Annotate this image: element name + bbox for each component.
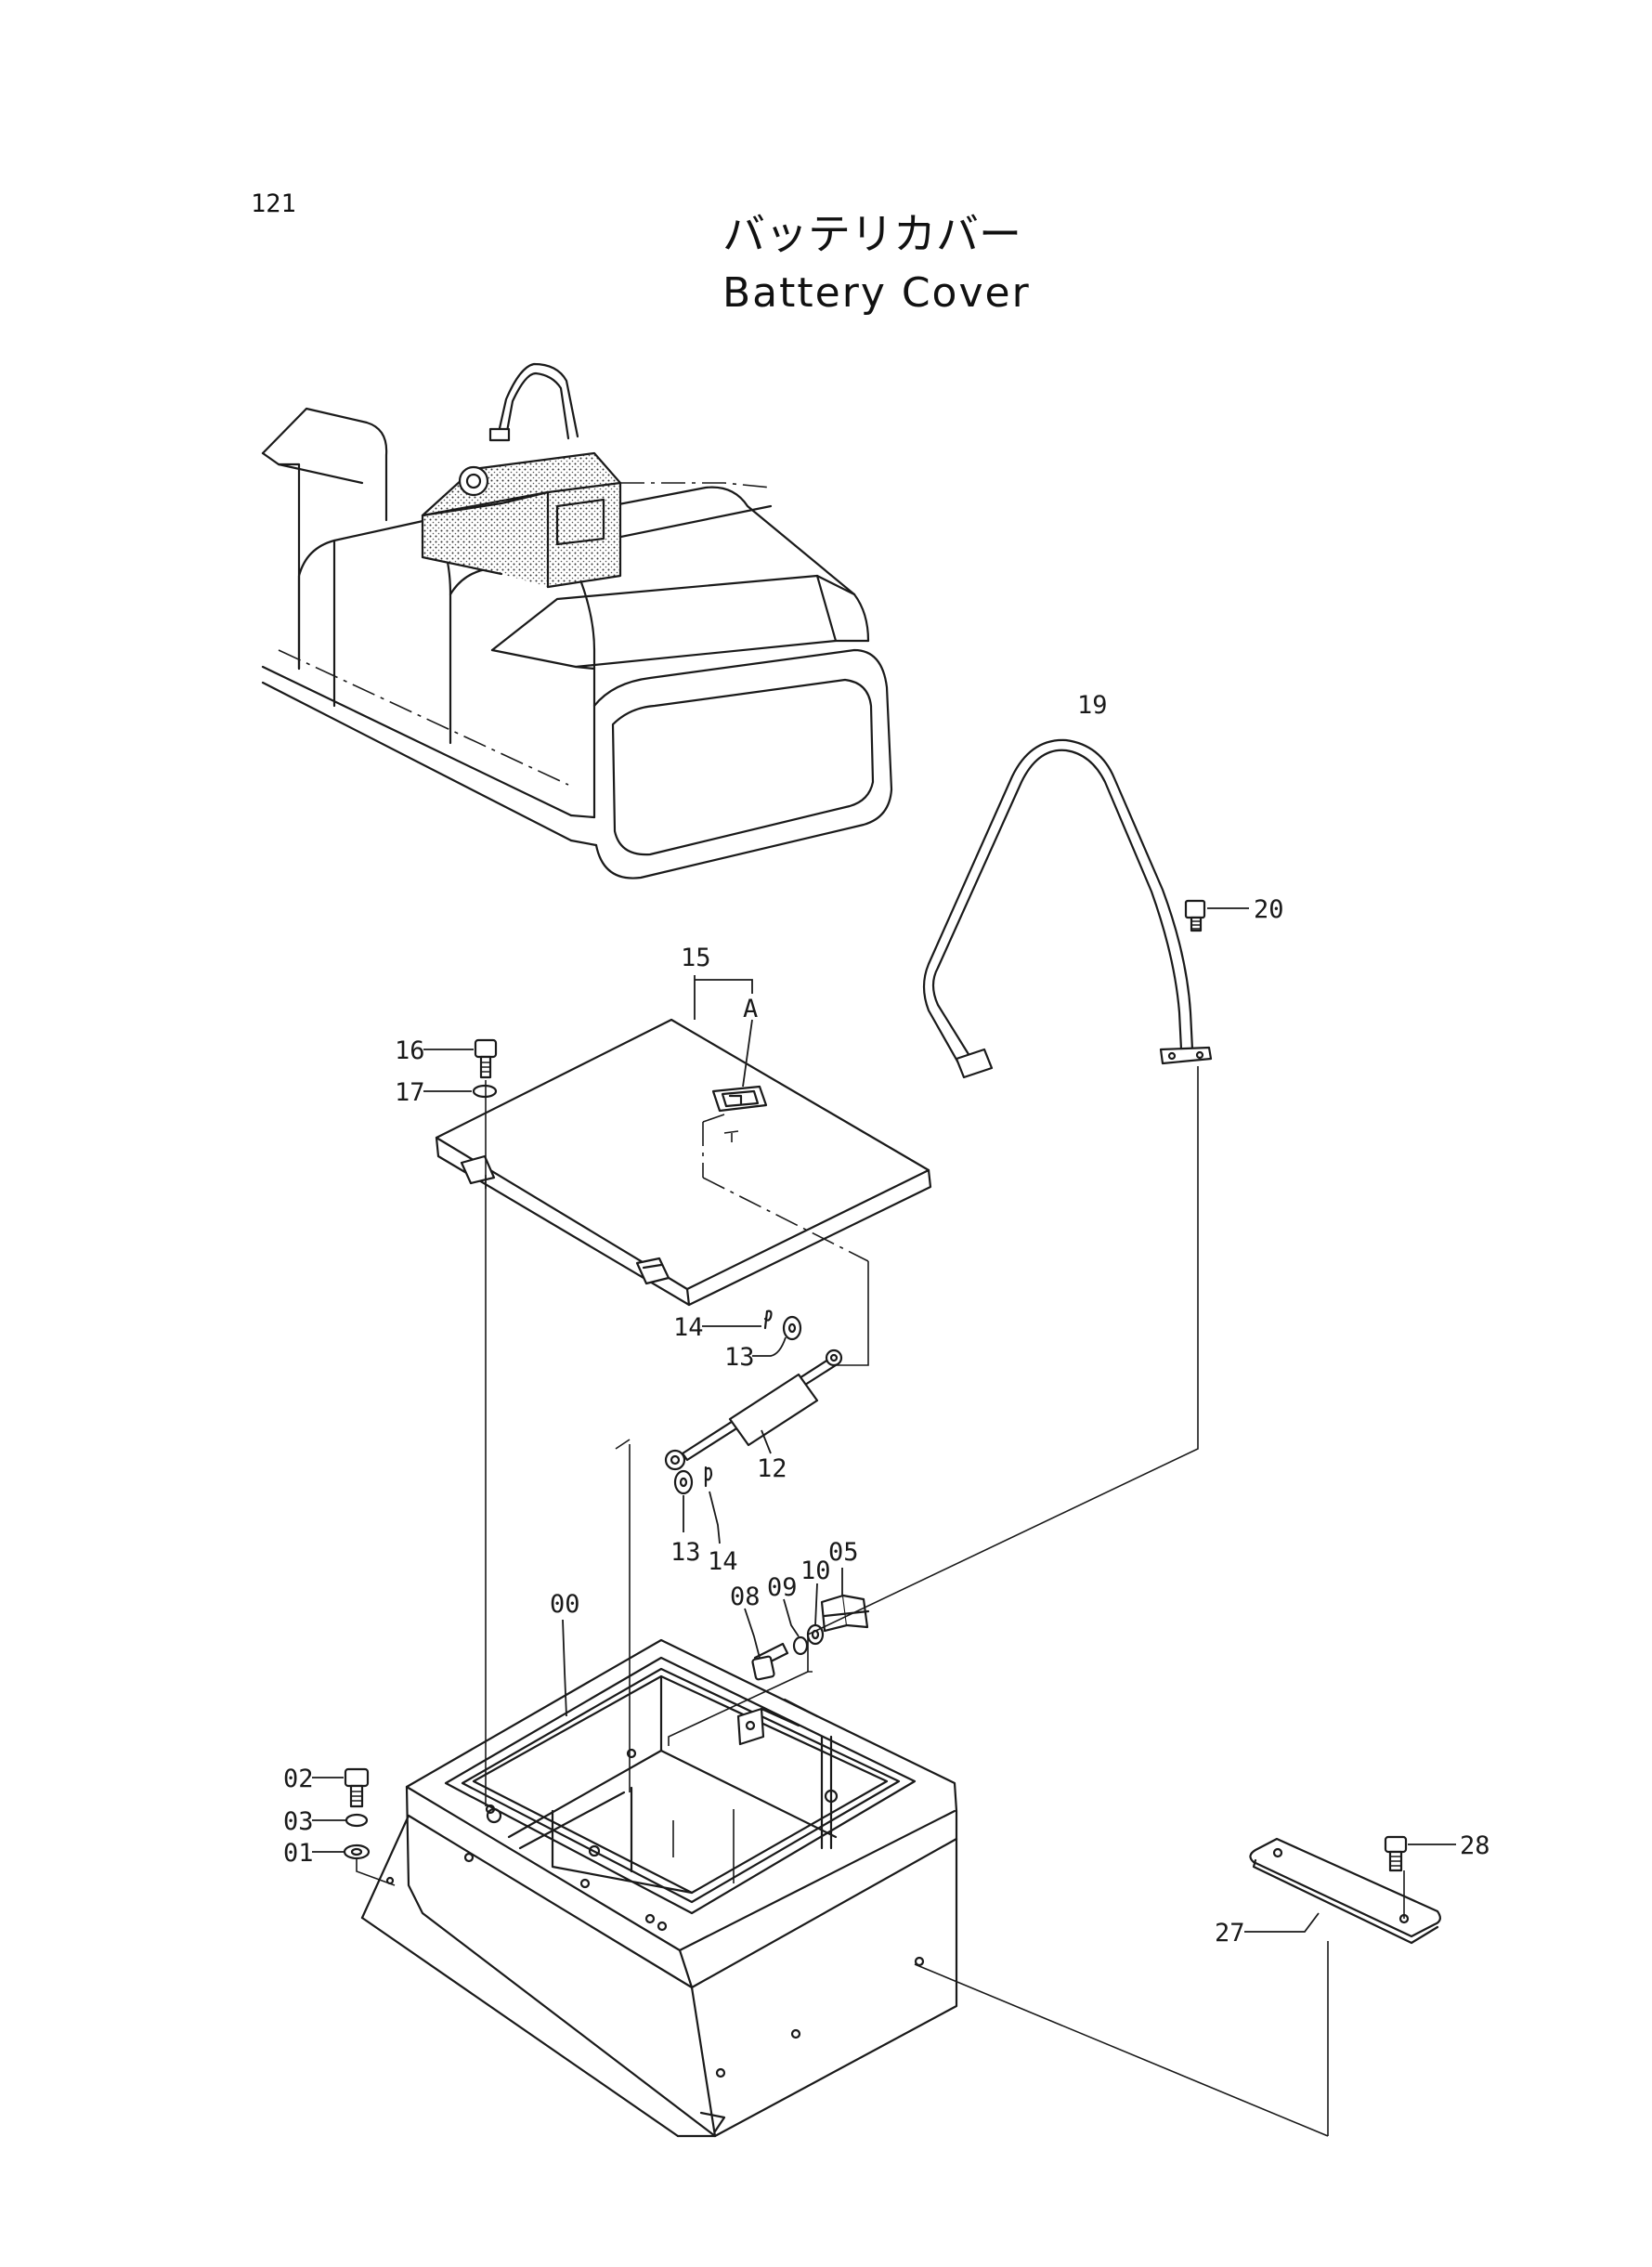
handrail-part-19	[922, 738, 1213, 1079]
callout-08: 08	[730, 1583, 761, 1611]
cover-part-15	[435, 1018, 932, 1307]
callout-02: 02	[283, 1765, 314, 1793]
callout-09: 09	[767, 1573, 798, 1602]
washer-part-17	[472, 1084, 498, 1099]
detail-label-a: A	[743, 995, 758, 1023]
callout-15: 15	[681, 944, 711, 972]
bolt-part-08	[751, 1642, 789, 1681]
washer-part-13-lower	[673, 1469, 694, 1495]
bolt-part-16	[474, 1038, 498, 1079]
callout-27: 27	[1215, 1919, 1245, 1948]
callout-05: 05	[828, 1538, 859, 1567]
callout-28: 28	[1460, 1831, 1490, 1860]
callout-12: 12	[757, 1454, 787, 1483]
pin-part-14-lower	[704, 1466, 713, 1488]
gas-damper-part-12	[664, 1348, 843, 1471]
callout-17: 17	[395, 1078, 425, 1107]
callout-14-lower: 14	[708, 1547, 738, 1576]
pin-part-14-upper	[763, 1309, 773, 1330]
title-english: Battery Cover	[722, 269, 1031, 317]
page-number: 121	[251, 189, 296, 218]
title-japanese: バッテリカバー	[722, 209, 1021, 259]
machine-overview	[261, 362, 893, 879]
battery-box-part-00	[360, 1638, 958, 2138]
callout-14-upper: 14	[673, 1313, 704, 1342]
plate-part-27	[1249, 1837, 1441, 1945]
callout-10: 10	[800, 1557, 831, 1585]
spring-washer-part-03	[345, 1813, 369, 1828]
callout-20: 20	[1254, 895, 1284, 924]
callout-01: 01	[283, 1839, 314, 1868]
callout-13-lower: 13	[670, 1538, 701, 1567]
washer-part-13-upper	[782, 1315, 802, 1341]
assembly-lines	[356, 1066, 1405, 2137]
callout-16: 16	[395, 1036, 425, 1065]
spring-washer-part-09	[792, 1635, 809, 1656]
callout-00: 00	[550, 1590, 580, 1619]
washer-part-01	[343, 1844, 371, 1860]
callout-13-upper: 13	[724, 1343, 755, 1372]
callout-03: 03	[283, 1807, 314, 1836]
bolt-part-20	[1184, 899, 1206, 932]
callout-19: 19	[1077, 691, 1108, 720]
bolt-part-02	[344, 1767, 370, 1808]
latch-part-05	[820, 1594, 870, 1633]
bolt-part-28	[1384, 1835, 1408, 1872]
